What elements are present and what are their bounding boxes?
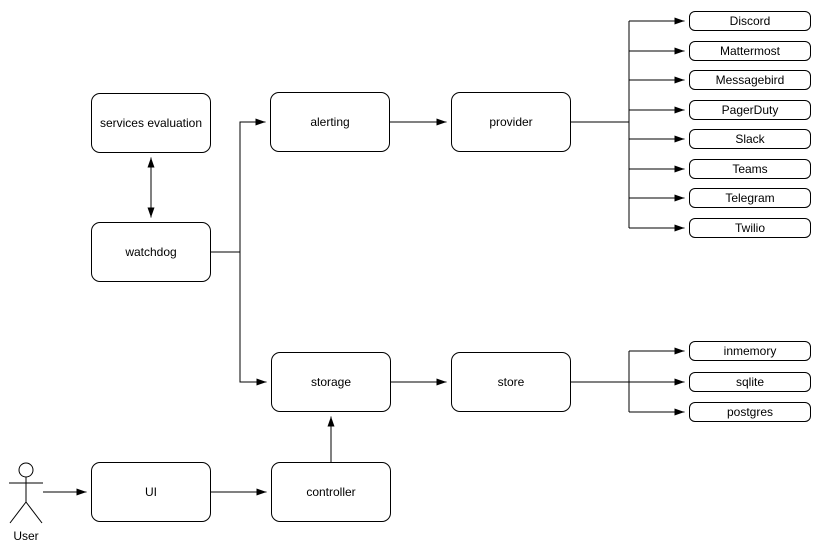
user-actor-icon [9, 462, 43, 524]
node-provider-slack: Slack [689, 129, 811, 149]
node-store-inmemory: inmemory [689, 341, 811, 361]
node-services-evaluation: services evaluation [91, 93, 211, 153]
node-store-postgres: postgres [689, 402, 811, 422]
node-provider-discord: Discord [689, 11, 811, 31]
node-provider-telegram: Telegram [689, 188, 811, 208]
node-provider-mattermost: Mattermost [689, 41, 811, 61]
user-actor-label: User [13, 529, 39, 543]
edge-junction-storage [239, 252, 267, 386]
node-watchdog: watchdog [91, 222, 211, 282]
node-provider-teams: Teams [689, 159, 811, 179]
node-provider-messagebird: Messagebird [689, 70, 811, 90]
node-store-sqlite: sqlite [689, 372, 811, 392]
node-ui: UI [91, 462, 211, 522]
node-provider-pagerduty: PagerDuty [689, 100, 811, 120]
node-alerting: alerting [270, 92, 390, 152]
node-provider-twilio: Twilio [689, 218, 811, 238]
node-store: store [451, 352, 571, 412]
edge-junction-alerting [239, 118, 266, 252]
node-controller: controller [271, 462, 391, 522]
node-storage: storage [271, 352, 391, 412]
node-provider: provider [451, 92, 571, 152]
